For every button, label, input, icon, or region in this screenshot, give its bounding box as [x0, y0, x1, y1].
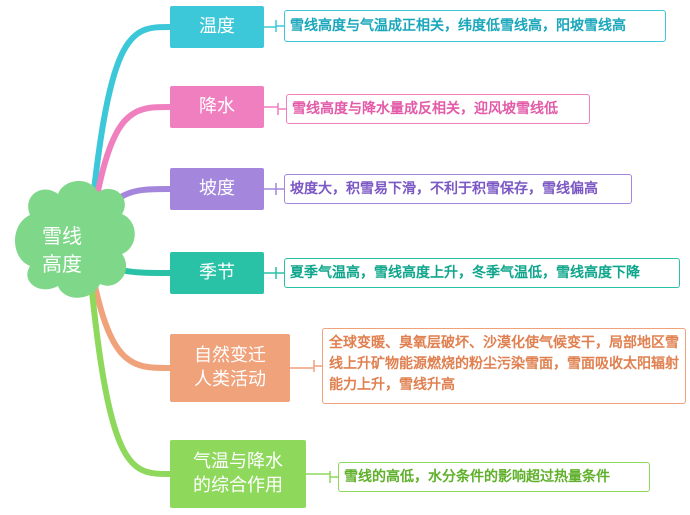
desc-natural-human: 全球变暖、臭氧层破坏、沙漠化使气候变干，局部地区雪线上升矿物能源燃烧的粉尘污染雪… — [322, 328, 686, 404]
desc-temperature: 雪线高度与气温成正相关，纬度低雪线高，阳坡雪线高 — [284, 10, 666, 42]
desc-connector — [264, 183, 284, 195]
center-cloud-shape — [15, 180, 135, 298]
branch-line — [85, 24, 173, 253]
desc-connector — [264, 267, 284, 279]
desc-connector — [290, 360, 322, 372]
desc-precipitation: 雪线高度与降水量成反相关，迎风坡雪线低 — [286, 94, 590, 124]
desc-connector — [264, 20, 284, 32]
desc-connector — [264, 103, 286, 115]
center-topic-label: 雪线 高度 — [42, 224, 82, 276]
desc-season: 夏季气温高，雪线高度上升，冬季气温低，雪线高度下降 — [284, 258, 680, 288]
desc-connector — [306, 471, 338, 483]
factor-combined-effect[interactable]: 气温与降水 的综合作用 — [170, 440, 306, 508]
factor-precipitation[interactable]: 降水 — [170, 86, 264, 128]
desc-combined-effect: 雪线的高低，水分条件的影响超过热量条件 — [338, 462, 650, 492]
desc-slope: 坡度大，积雪易下滑，不利于积雪保存，雪线偏高 — [284, 174, 632, 204]
factor-slope[interactable]: 坡度 — [170, 168, 264, 210]
factor-temperature[interactable]: 温度 — [170, 6, 264, 48]
factor-natural-human[interactable]: 自然变迁 人类活动 — [170, 334, 290, 402]
factor-season[interactable]: 季节 — [170, 252, 264, 294]
branch-line — [85, 247, 173, 477]
